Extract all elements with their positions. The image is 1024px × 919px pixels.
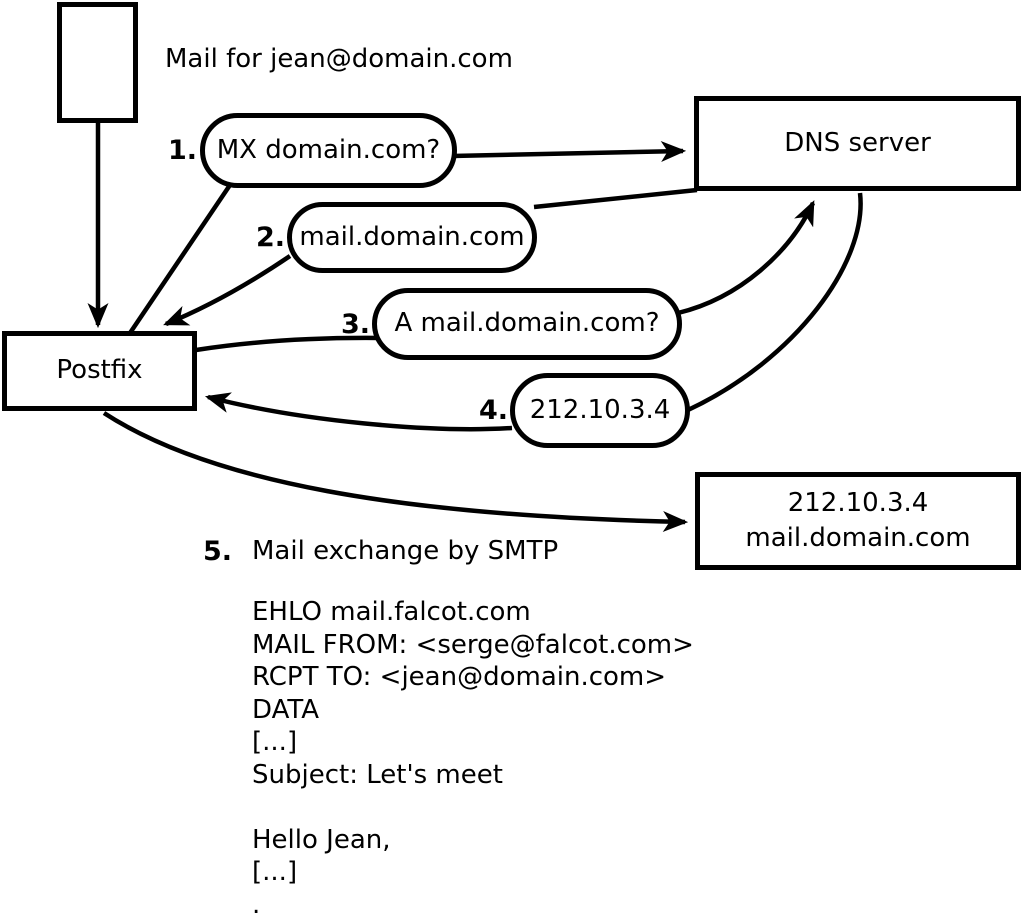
step1-number: 1. — [167, 135, 197, 166]
step3-query-pill: A mail.domain.com? — [372, 288, 682, 360]
step3-number: 3. — [340, 308, 370, 340]
step4-number: 4. — [478, 395, 508, 426]
message-box — [57, 2, 138, 123]
line-postfix-to-query3 — [195, 335, 381, 353]
arrow-query1-to-dns — [451, 140, 687, 162]
line-dns-to-answer4 — [687, 192, 863, 413]
smtp-session-text: EHLO mail.falcot.com MAIL FROM: <serge@f… — [252, 597, 694, 919]
mail-server-node: 212.10.3.4 mail.domain.com — [695, 472, 1021, 570]
postfix-label: Postfix — [56, 355, 143, 386]
step5-number: 5. — [202, 535, 232, 567]
mail-server-hostname: mail.domain.com — [745, 523, 971, 553]
step4-answer-pill: 212.10.3.4 — [510, 373, 690, 448]
step2-answer-label: mail.domain.com — [299, 221, 525, 252]
step1-query-label: MX domain.com? — [216, 134, 441, 165]
step3-query-label: A mail.domain.com? — [394, 308, 660, 339]
line-dns-to-answer2 — [533, 187, 698, 210]
dns-server-node: DNS server — [694, 96, 1021, 191]
line-postfix-to-query1 — [128, 183, 232, 335]
dns-server-label: DNS server — [784, 127, 931, 158]
postfix-node: Postfix — [2, 331, 197, 411]
mail-note: Mail for jean@domain.com — [165, 44, 513, 74]
step1-query-pill: MX domain.com? — [200, 113, 457, 188]
step2-number: 2. — [255, 222, 285, 253]
step5-caption: Mail exchange by SMTP — [252, 536, 559, 566]
arrow-query3-to-dns — [677, 200, 816, 316]
arrow-postfix-to-mailserver — [102, 411, 689, 533]
arrow-answer4-to-postfix — [204, 392, 513, 432]
step2-answer-pill: mail.domain.com — [287, 202, 537, 273]
mail-server-ip: 212.10.3.4 — [787, 488, 929, 518]
step4-answer-label: 212.10.3.4 — [529, 394, 671, 425]
arrow-answer2-to-postfix — [163, 254, 292, 327]
